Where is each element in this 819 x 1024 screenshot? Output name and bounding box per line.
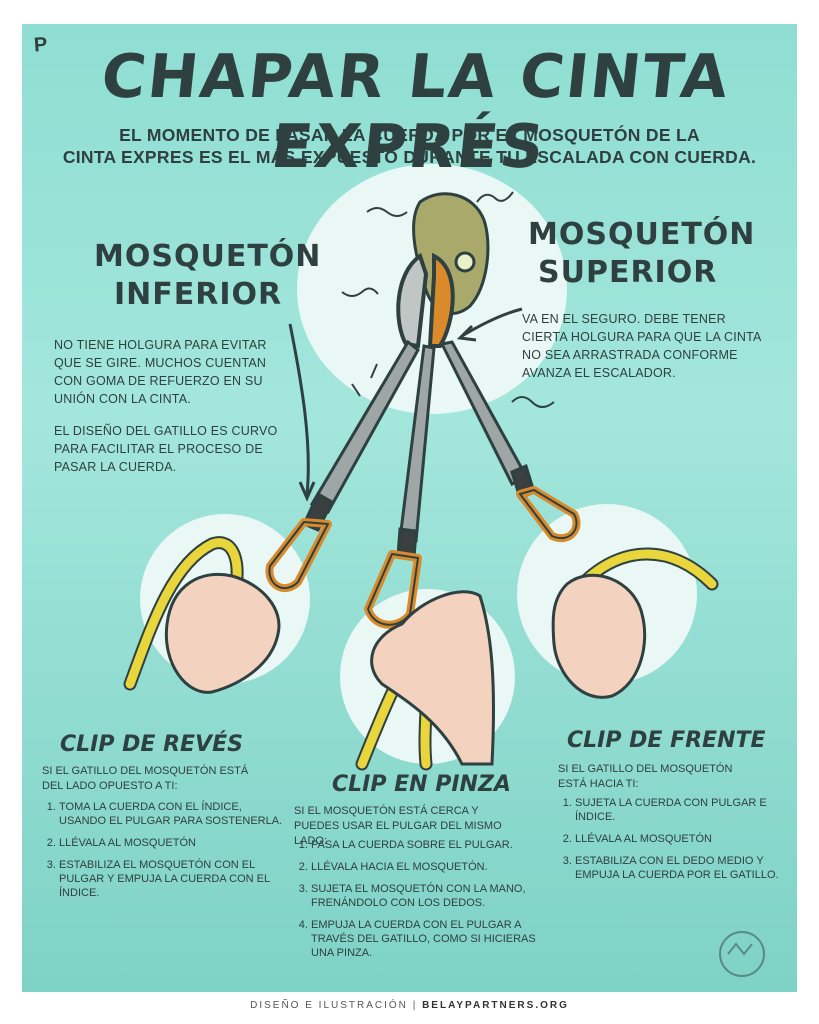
list-item: PASA LA CUERDA SOBRE EL PULGAR. [311,838,543,852]
lower-carabiner-heading: MOSQUETÓN INFERIOR [94,238,321,314]
list-item: SUJETA LA CUERDA CON PULGAR E ÍNDICE. [575,796,797,824]
footer-credit: DISEÑO E ILUSTRACIÓN [250,1000,408,1011]
lower-heading-line-1: MOSQUETÓN [94,239,322,274]
upper-carabiners-icon [396,252,455,349]
lower-para-1: NO TIENE HOLGURA PARA EVITAR QUE SE GIRE… [54,338,267,406]
subtitle-line-1: EL MOMENTO DE PASAR LA CUERDA POR EL MOS… [119,125,700,145]
motion-lines-icon [341,191,555,408]
list-item: ESTABILIZA CON EL DEDO MEDIO Y EMPUJA LA… [575,854,797,882]
upper-heading-line-1: MOSQUETÓN [528,217,756,252]
subtitle: EL MOMENTO DE PASAR LA CUERDA POR EL MOS… [52,124,767,168]
clip-frente-title: CLIP DE FRENTE [567,728,766,753]
clip-pinza-steps: PASA LA CUERDA SOBRE EL PULGAR. LLÉVALA … [294,838,543,968]
poster: P CHAPAR LA CINTA EXPRÉS EL MOMENTO DE P… [22,24,797,992]
upper-heading-line-2: SUPERIOR [538,255,718,290]
clip-frente-intro: SI EL GATILLO DEL MOSQUETÓN ESTÁ HACIA T… [558,763,733,790]
clip-pinza-title: CLIP EN PINZA [332,772,511,797]
clip-frente-steps: SUJETA LA CUERDA CON PULGAR E ÍNDICE. LL… [558,796,797,890]
upper-para-1: VA EN EL SEGURO. DEBE TENER CIERTA HOLGU… [522,312,761,380]
lower-para-2: EL DISEÑO DEL GATILLO ES CURVO PARA FACI… [54,424,278,474]
hands-icon [164,572,647,766]
upper-carabiner-heading: MOSQUETÓN SUPERIOR [528,216,755,292]
list-item: LLÉVALA AL MOSQUETÓN [575,832,797,846]
footer-website-link[interactable]: BELAYPARTNERS.ORG [422,1000,569,1011]
upper-carabiner-text: VA EN EL SEGURO. DEBE TENER CIERTA HOLGU… [522,310,772,396]
badge-icon [719,931,765,977]
list-item: TOMA LA CUERDA CON EL ÍNDICE, USANDO EL … [59,800,284,828]
clip-reves-title: CLIP DE REVÉS [60,732,243,757]
ropes-icon [123,536,719,771]
clip-reves-intro: SI EL GATILLO DEL MOSQUETÓN ESTÁ DEL LAD… [42,765,249,792]
footer: DISEÑO E ILUSTRACIÓN | BELAYPARTNERS.ORG [0,1000,819,1011]
list-item: ESTABILIZA EL MOSQUETÓN CON EL PULGAR Y … [59,858,284,900]
clip-reves-steps: TOMA LA CUERDA CON EL ÍNDICE, USANDO EL … [42,800,284,908]
brand-logo: P [33,33,49,57]
clip-pinza-intro: SI EL MOSQUETÓN ESTÁ CERCA Y PUEDES USAR… [294,805,502,847]
lower-heading-line-2: INFERIOR [114,277,283,312]
pointer-arrows-icon [288,307,523,502]
list-item: LLÉVALA HACIA EL MOSQUETÓN. [311,860,543,874]
list-item: EMPUJA LA CUERDA CON EL PULGAR A TRAVÉS … [311,918,543,960]
lower-carabiner-text: NO TIENE HOLGURA PARA EVITAR QUE SE GIRE… [54,336,286,490]
quickdraw-illustration [123,191,765,977]
slings-icon [301,339,536,560]
subtitle-line-2: CINTA EXPRES ES EL MÁS EXPUESTO DURANTE … [62,147,757,167]
footer-separator: | [407,1000,423,1011]
list-item: SUJETA EL MOSQUETÓN CON LA MANO, FRENÁND… [311,882,543,910]
list-item: LLÉVALA AL MOSQUETÓN [59,836,284,850]
